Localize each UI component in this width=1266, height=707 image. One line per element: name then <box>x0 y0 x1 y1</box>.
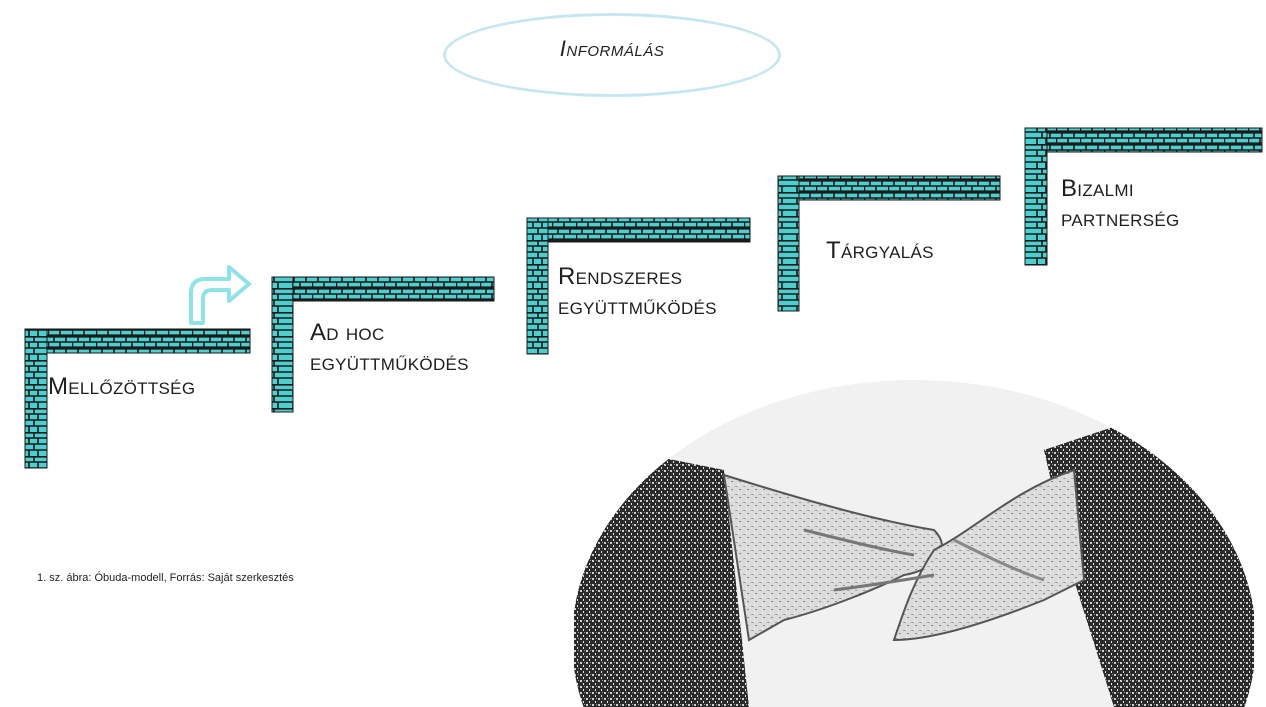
step-4-label-line1: Tárgyalás <box>826 237 934 264</box>
step-5-label-line1: Bizalmi <box>1061 175 1134 202</box>
diagram-title: Informálás <box>559 36 665 61</box>
step-5-bricks <box>1024 127 1263 266</box>
title-ellipse <box>443 13 781 97</box>
step-1-bricks <box>24 328 251 469</box>
step-2-label: Ad hoc együttműködés <box>310 318 469 378</box>
step-3-label-line2: együttműködés <box>558 293 717 320</box>
step-5-label-line2: partnerség <box>1061 205 1180 232</box>
step-3-label-line1: Rendszeres <box>558 263 683 290</box>
step-4-bricks <box>777 175 1001 312</box>
turn-right-arrow-icon <box>189 265 251 325</box>
handshake-image <box>574 380 1254 707</box>
step-1-label-line1: Mellőzöttség <box>48 373 196 400</box>
step-1-label: Mellőzöttség <box>48 372 195 402</box>
step-2-label-line2: együttműködés <box>310 349 469 376</box>
step-2-label-line1: Ad hoc <box>310 319 385 346</box>
step-2-bricks <box>271 276 495 413</box>
step-4-label: Tárgyalás <box>826 236 934 266</box>
step-3-bricks <box>526 217 751 355</box>
step-3-label: Rendszeres együttműködés <box>558 262 717 322</box>
figure-caption: 1. sz. ábra: Óbuda-modell, Forrás: Saját… <box>37 572 294 584</box>
step-5-label: Bizalmi partnerség <box>1061 174 1180 234</box>
